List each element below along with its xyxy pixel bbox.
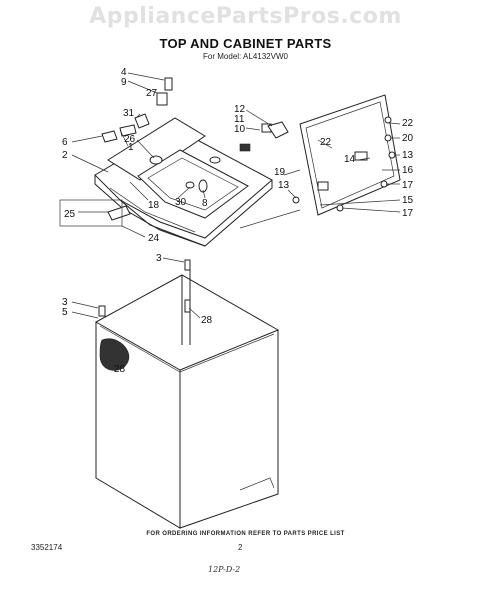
callout-25: 25 <box>64 209 76 220</box>
callout-13b: 13 <box>278 180 290 191</box>
hinge-parts <box>59 77 289 227</box>
callout-5: 5 <box>62 307 68 318</box>
callouts: 4 9 27 31 6 1 2 26 30 8 18 25 24 12 11 1… <box>62 67 414 375</box>
callout-17b: 17 <box>402 208 414 219</box>
leader-lines <box>71 72 401 365</box>
ordering-note: FOR ORDERING INFORMATION REFER TO PARTS … <box>146 531 345 537</box>
callout-12: 12 <box>234 104 246 115</box>
page-title: TOP AND CABINET PARTS <box>159 36 332 51</box>
callout-22b: 22 <box>320 137 332 148</box>
callout-10: 10 <box>234 124 246 135</box>
callout-24: 24 <box>148 233 160 244</box>
callout-15: 15 <box>402 195 414 206</box>
callout-2: 2 <box>62 150 68 161</box>
callout-20: 20 <box>402 133 414 144</box>
handwritten-note: 12P-D-2 <box>208 565 241 574</box>
callout-3b: 3 <box>62 297 68 308</box>
callout-9: 9 <box>121 77 127 88</box>
callout-18: 18 <box>148 200 160 211</box>
callout-30: 30 <box>175 197 187 208</box>
callout-16: 16 <box>402 165 414 176</box>
callout-3a: 3 <box>156 253 162 264</box>
cabinet <box>95 259 279 529</box>
top-panel <box>94 117 273 247</box>
callout-6: 6 <box>62 137 68 148</box>
callout-28a: 28 <box>201 315 213 326</box>
callout-8: 8 <box>202 198 208 209</box>
callout-17a: 17 <box>402 180 414 191</box>
callout-14: 14 <box>344 154 356 165</box>
callout-27: 27 <box>146 88 158 99</box>
callout-11: 11 <box>234 114 245 125</box>
callout-4: 4 <box>121 67 127 78</box>
callout-1: 1 <box>128 142 134 153</box>
callout-13a: 13 <box>402 150 414 161</box>
document-number: 3352174 <box>31 543 63 552</box>
callout-28b: 28 <box>114 364 126 375</box>
callout-19: 19 <box>274 167 286 178</box>
callout-26: 26 <box>124 134 136 145</box>
callout-31: 31 <box>123 108 135 119</box>
model-subtitle: For Model: AL4132VW0 <box>203 52 288 61</box>
page-number: 2 <box>238 543 243 552</box>
watermark: AppliancePartsPros.com <box>89 4 402 29</box>
callout-22a: 22 <box>402 118 414 129</box>
